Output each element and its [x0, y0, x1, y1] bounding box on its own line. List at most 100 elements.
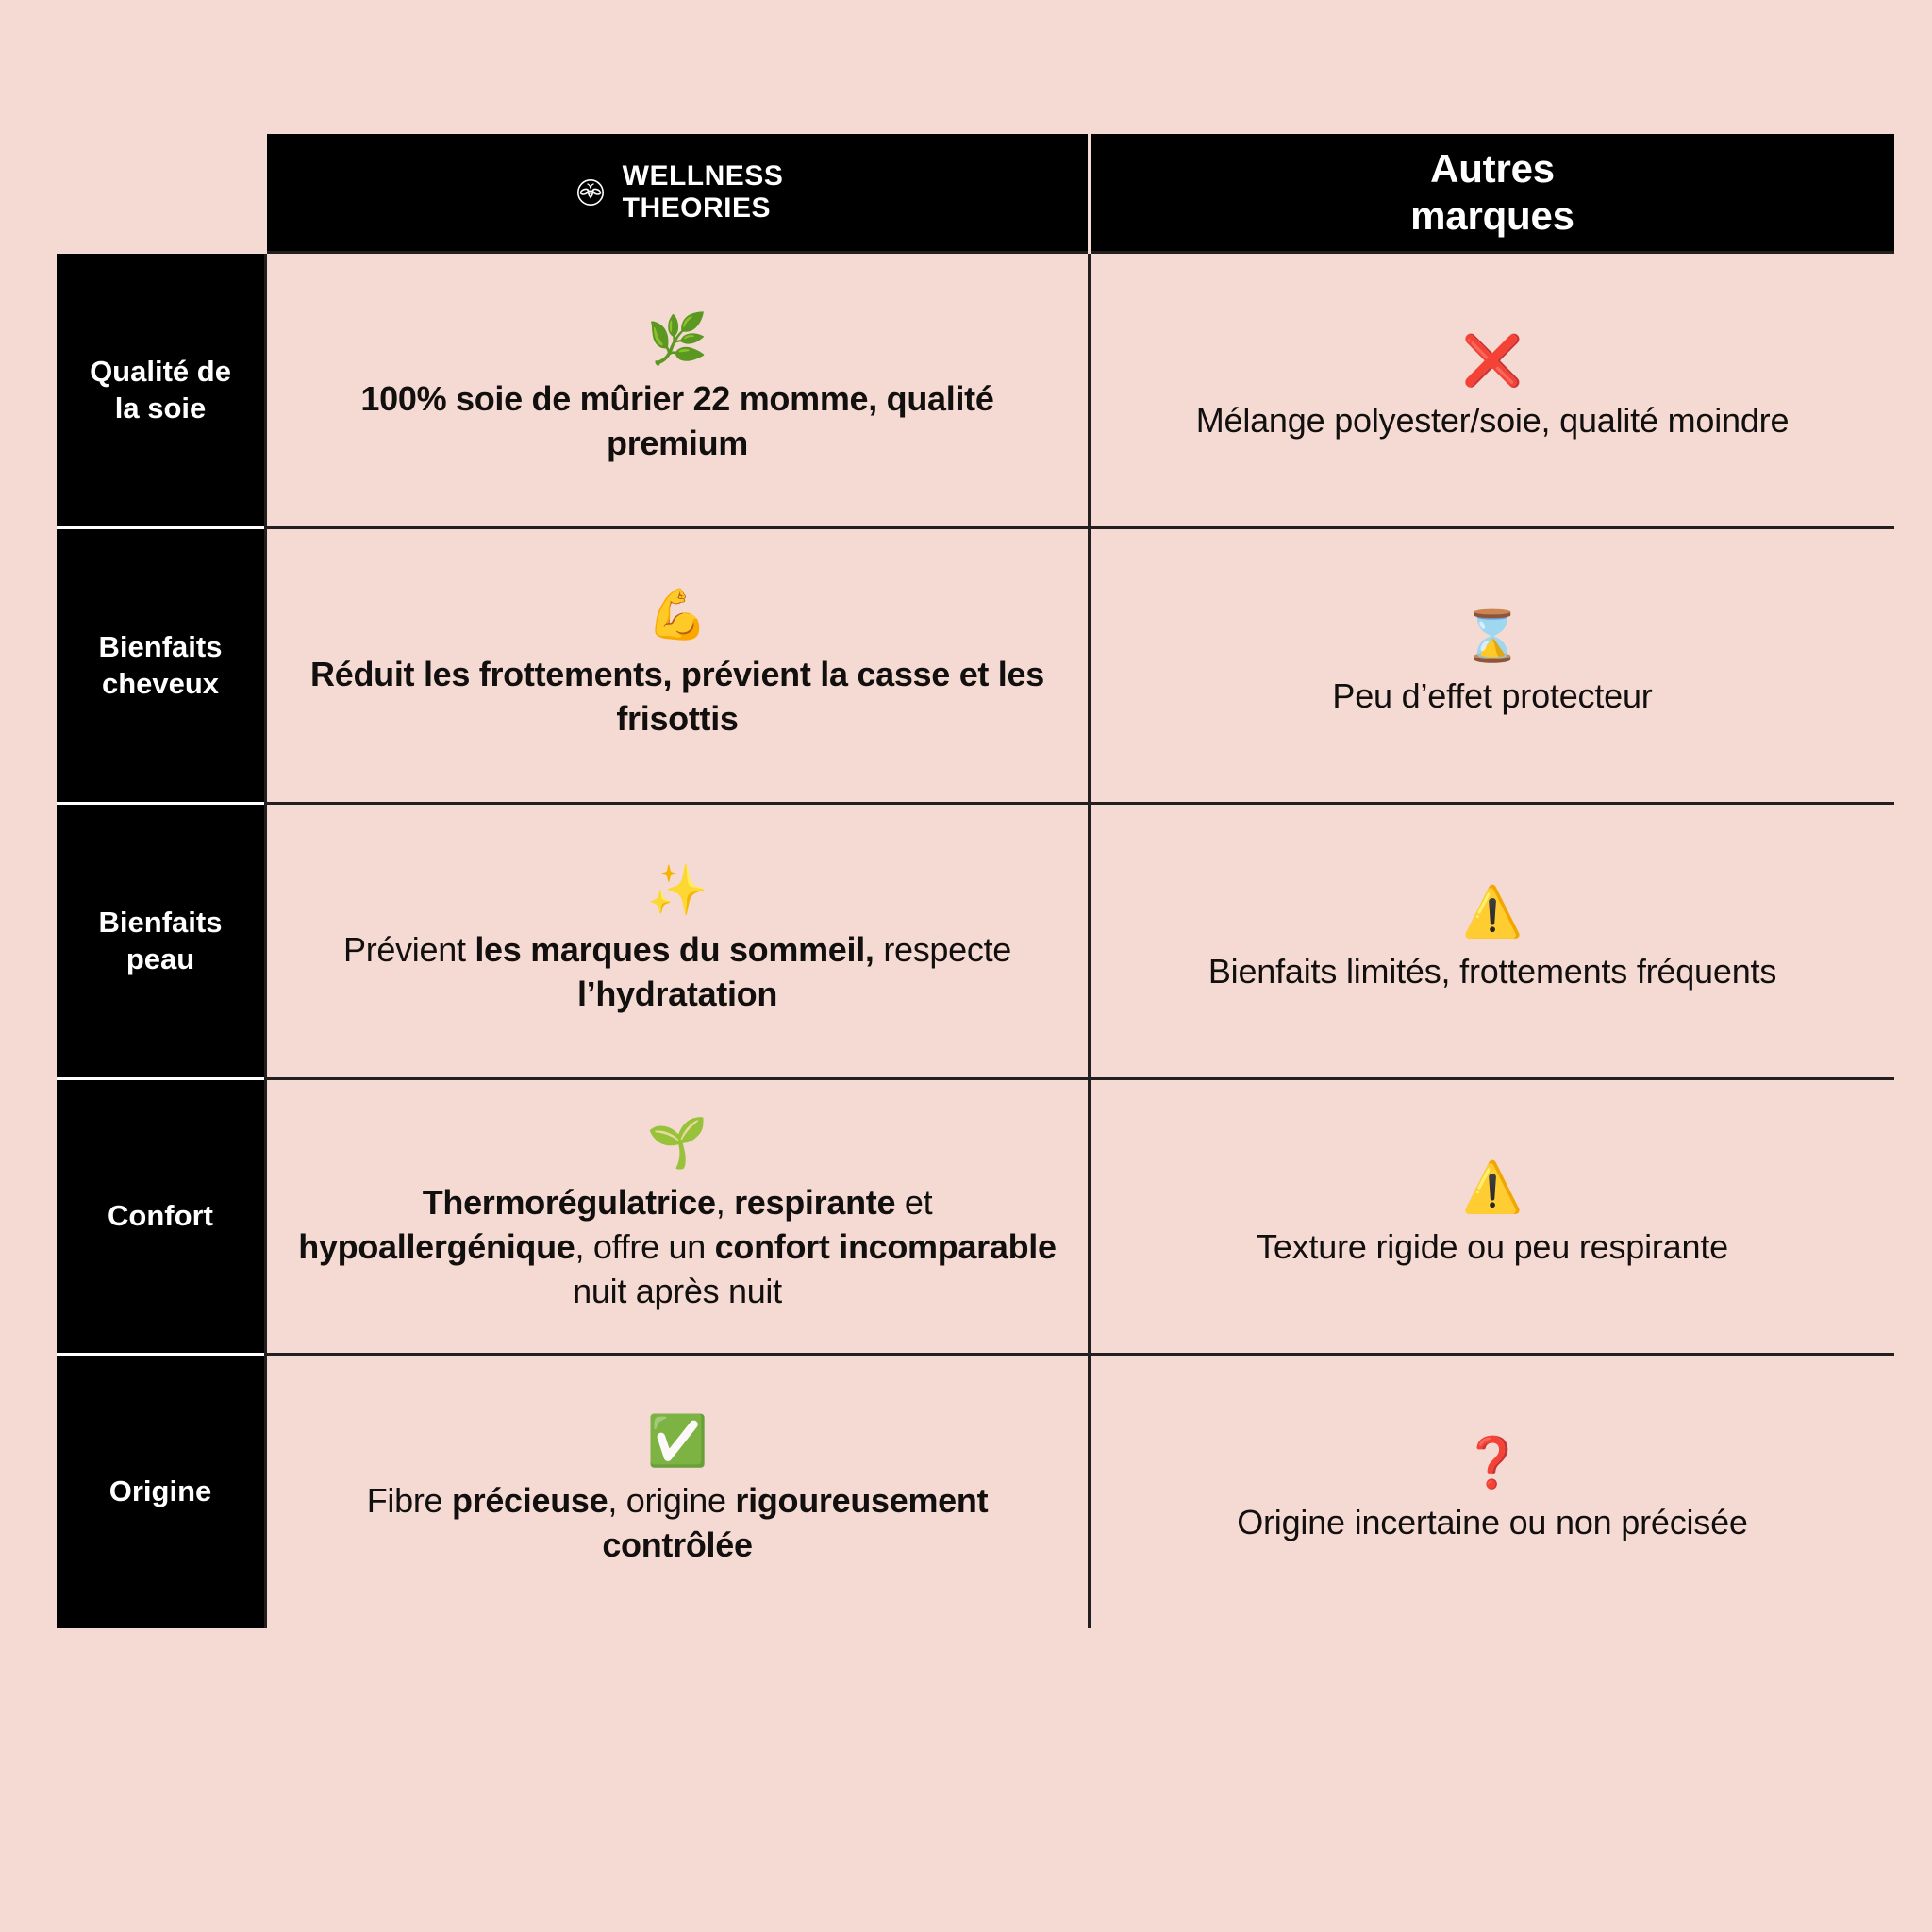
row-divider-left-1	[264, 529, 267, 802]
header-divider-segment-1	[264, 251, 267, 254]
competitor-header-label: Autres marques	[1410, 146, 1574, 238]
cell-others-text-bienfaits-cheveux: Peu d’effet protecteur	[1332, 675, 1652, 719]
cell-ours-text-confort: Thermorégulatrice, respirante et hypoall…	[291, 1181, 1063, 1313]
cell-others-text-origine: Origine incertaine ou non précisée	[1237, 1501, 1748, 1545]
header-divider-segment-2	[267, 251, 1088, 254]
row-divider-left-3	[264, 1080, 267, 1353]
text-segment-5: , offre un	[575, 1227, 715, 1267]
row-divider-h-1-4	[1091, 802, 1894, 805]
row-divider-right-4	[1088, 1356, 1091, 1628]
row-divider-h-1-3	[1088, 802, 1091, 805]
row-divider-h-0-3	[1088, 526, 1091, 529]
row-divider-h-0-4	[1091, 526, 1894, 529]
red-question-mark-emoji: ❓	[1461, 1436, 1524, 1491]
cell-ours-text-bienfaits-peau: Prévient les marques du sommeil, respect…	[291, 928, 1063, 1017]
row-divider-h-3-0	[57, 1353, 264, 1356]
cell-others-confort: ⚠️ Texture rigide ou peu respirante	[1091, 1080, 1894, 1353]
row-label-origine: Origine	[57, 1356, 264, 1628]
header-divider-segment-4	[1091, 251, 1894, 254]
cell-others-text-bienfaits-peau: Bienfaits limités, frottements fréquents	[1208, 950, 1776, 994]
row-divider-h-2-0	[57, 1077, 264, 1080]
row-divider-left-2	[264, 805, 267, 1077]
text-segment-0: Bienfaits limités, frottements fréquents	[1208, 952, 1777, 991]
cell-ours-qualite-de-la-soie: 🌿 100% soie de mûrier 22 momme, qualité p…	[267, 254, 1088, 526]
row-divider-h-2-1	[264, 1077, 267, 1080]
header-divider-segment-3	[1088, 251, 1091, 254]
hourglass-done-emoji: ⌛	[1461, 609, 1524, 665]
competitor-header-cell: Autres marques	[1091, 134, 1894, 251]
text-segment-3: rigoureusement contrôlée	[602, 1480, 989, 1564]
row-divider-right-0	[1088, 254, 1091, 526]
text-segment-0: Prévient	[342, 929, 475, 969]
row-divider-h-2-2	[267, 1077, 1088, 1080]
herb-leaf-emoji: 🌿	[646, 311, 708, 367]
row-label-bienfaits-cheveux: Bienfaits cheveux	[57, 529, 264, 802]
row-divider-h-1-1	[264, 802, 267, 805]
header-gap-left	[264, 134, 267, 251]
row-divider-h-0-0	[57, 526, 264, 529]
text-segment-2: , origine	[608, 1480, 736, 1520]
header-divider-segment-0	[57, 251, 264, 254]
cell-ours-origine: ✅ Fibre précieuse, origine rigoureusement…	[267, 1356, 1088, 1628]
row-divider-right-1	[1088, 529, 1091, 802]
text-segment-0: Fibre	[366, 1480, 452, 1520]
row-divider-h-2-3	[1088, 1077, 1091, 1080]
cell-ours-text-origine: Fibre précieuse, origine rigoureusement …	[291, 1479, 1063, 1568]
text-segment-0: Mélange polyester/soie, qualité moindre	[1195, 401, 1790, 441]
warning-sign-emoji: ⚠️	[1461, 1160, 1524, 1216]
cell-ours-bienfaits-cheveux: 💪 Réduit les frottements, prévient la cas…	[267, 529, 1088, 802]
row-divider-h-3-3	[1088, 1353, 1091, 1356]
warning-sign-emoji: ⚠️	[1461, 885, 1524, 941]
cell-ours-confort: 🌱Thermorégulatrice, respirante et hypoal…	[267, 1080, 1088, 1353]
row-label-bienfaits-peau: Bienfaits peau	[57, 805, 264, 1077]
text-segment-0: Texture rigide ou peu respirante	[1257, 1227, 1728, 1267]
row-divider-h-3-1	[264, 1353, 267, 1356]
text-segment-1: précieuse	[451, 1480, 608, 1520]
text-segment-6: confort incomparable	[714, 1227, 1057, 1267]
cell-others-origine: ❓ Origine incertaine ou non précisée	[1091, 1356, 1894, 1628]
text-segment-3: et	[895, 1183, 933, 1223]
cell-ours-text-bienfaits-cheveux: Réduit les frottements, prévient la cass…	[291, 653, 1063, 741]
row-divider-h-2-4	[1091, 1077, 1894, 1080]
bee-in-circle-icon	[572, 174, 609, 211]
header-gap-right	[1088, 134, 1091, 251]
cross-mark-emoji: ❌	[1461, 334, 1524, 390]
row-label-qualite-de-la-soie: Qualité de la soie	[57, 254, 264, 526]
text-segment-3: l’hydratation	[576, 974, 778, 1013]
text-segment-2: respecte	[874, 929, 1012, 969]
flexed-biceps-emoji: 💪	[646, 587, 708, 642]
text-segment-4: hypoallergénique	[298, 1227, 575, 1267]
brand-header-cell: WELLNESS THEORIES	[267, 134, 1088, 251]
row-divider-left-4	[264, 1356, 267, 1628]
check-mark-button-emoji: ✅	[646, 1413, 708, 1469]
text-segment-2: respirante	[734, 1183, 896, 1223]
row-divider-h-0-2	[267, 526, 1088, 529]
cell-others-text-confort: Texture rigide ou peu respirante	[1257, 1225, 1728, 1270]
row-divider-h-1-2	[267, 802, 1088, 805]
header-corner-spacer	[57, 134, 264, 251]
row-label-confort: Confort	[57, 1080, 264, 1353]
row-divider-right-2	[1088, 805, 1091, 1077]
text-segment-0: Peu d’effet protecteur	[1332, 676, 1653, 716]
brand-name: WELLNESS THEORIES	[622, 160, 784, 224]
text-segment-0: 100% soie de mûrier 22 momme, qualité pr…	[360, 378, 994, 462]
text-segment-1: les marques du sommeil,	[475, 929, 874, 969]
text-segment-7: nuit après nuit	[573, 1271, 782, 1310]
text-segment-0: Thermorégulatrice	[422, 1183, 716, 1223]
text-segment-1: ,	[715, 1183, 735, 1223]
row-divider-h-3-4	[1091, 1353, 1894, 1356]
sparkles-emoji: ✨	[646, 862, 708, 918]
text-segment-0: Origine incertaine ou non précisée	[1237, 1503, 1748, 1542]
cell-others-text-qualite-de-la-soie: Mélange polyester/soie, qualité moindre	[1196, 399, 1790, 443]
brand-lockup: WELLNESS THEORIES	[572, 160, 784, 224]
cell-ours-bienfaits-peau: ✨ Prévient les marques du sommeil, respec…	[267, 805, 1088, 1077]
cell-others-qualite-de-la-soie: ❌ Mélange polyester/soie, qualité moindre	[1091, 254, 1894, 526]
row-divider-h-1-0	[57, 802, 264, 805]
row-divider-h-0-1	[264, 526, 267, 529]
cell-ours-text-qualite-de-la-soie: 100% soie de mûrier 22 momme, qualité pr…	[291, 377, 1063, 466]
row-divider-h-3-2	[267, 1353, 1088, 1356]
row-divider-right-3	[1088, 1080, 1091, 1353]
cell-others-bienfaits-peau: ⚠️ Bienfaits limités, frottements fréquen…	[1091, 805, 1894, 1077]
